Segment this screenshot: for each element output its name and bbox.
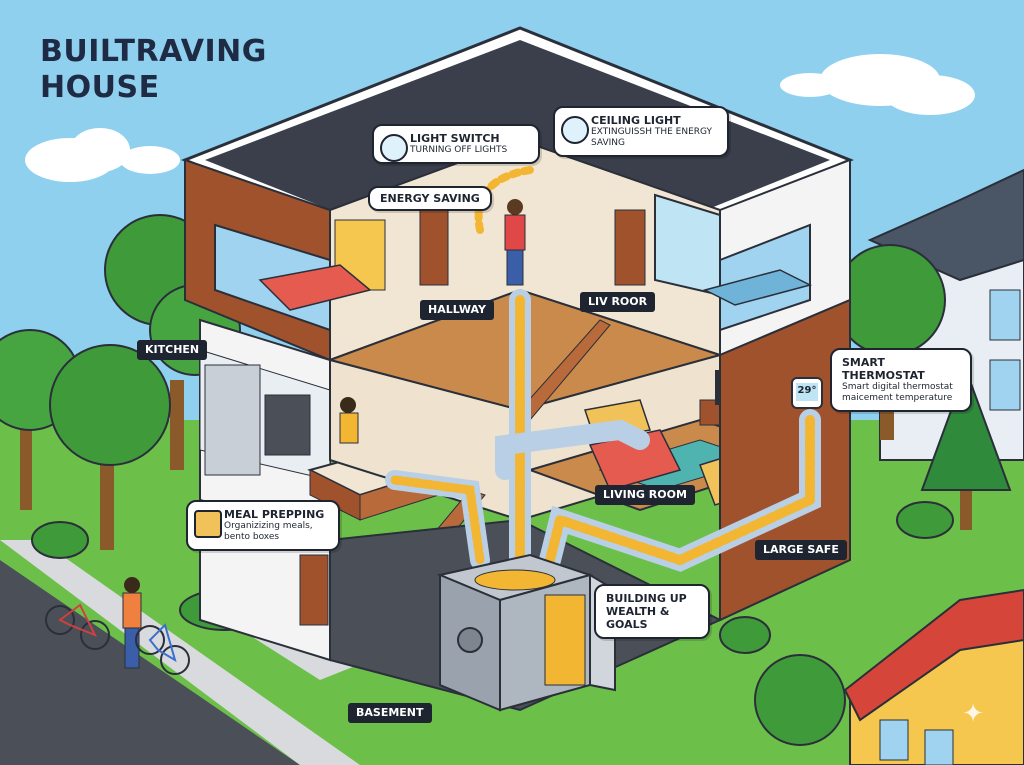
liv-room-label: LIV ROOR xyxy=(580,292,656,312)
building-up-title: BUILDING UP WEALTH & GOALS xyxy=(606,592,687,631)
basement-label: BASEMENT xyxy=(348,703,432,723)
smart-thermostat-body: Smart digital thermostat maicement tempe… xyxy=(842,382,953,403)
bento-box-icon xyxy=(194,510,222,538)
bicycles xyxy=(45,603,190,675)
sparkle-icon: ✦ xyxy=(962,699,984,729)
building-up-callout: BUILDING UP WEALTH & GOALS xyxy=(594,584,710,639)
ceiling-light-icon xyxy=(561,116,589,144)
light-switch-body: TURNING OFF LIGHTS xyxy=(410,145,508,155)
page-title: BUILTRAVING HOUSE xyxy=(40,34,267,106)
light-switch-icon xyxy=(380,134,408,162)
light-switch-callout: LIGHT SWITCH TURNING OFF LIGHTS xyxy=(372,124,540,164)
ceiling-light-callout: CEILING LIGHT EXTINGUISSH THE ENERGY SAV… xyxy=(553,106,729,157)
neighbor-house-bottom-right xyxy=(843,588,1024,765)
hallway-label: HALLWAY xyxy=(420,300,494,320)
clouds xyxy=(25,54,975,182)
smart-thermostat-title: SMART THERMOSTAT xyxy=(842,356,925,382)
sidewalk xyxy=(0,540,360,765)
street xyxy=(0,560,300,765)
people xyxy=(122,199,526,669)
meal-prepping-callout: MEAL PREPPING Organizizing meals, bento … xyxy=(186,500,340,551)
ceiling-light-title: CEILING LIGHT xyxy=(591,114,681,127)
energy-saving-title: ENERGY SAVING xyxy=(380,192,480,205)
title-line-1: BUILTRAVING xyxy=(40,34,267,69)
light-switch-title: LIGHT SWITCH xyxy=(410,132,500,145)
safe-dial-icon xyxy=(457,627,483,653)
kitchen-label: KITCHEN xyxy=(137,340,208,360)
smart-thermostat-callout: SMART THERMOSTAT Smart digital thermosta… xyxy=(830,348,972,412)
title-line-2: HOUSE xyxy=(40,70,160,105)
meal-prepping-body: Organizizing meals, bento boxes xyxy=(224,521,313,542)
ceiling-light-body: EXTINGUISSH THE ENERGY SAVING xyxy=(591,127,713,148)
living-room-label: LIVING ROOM xyxy=(595,485,695,505)
meal-prepping-title: MEAL PREPPING xyxy=(224,508,325,521)
large-safe-label: LARGE SAFE xyxy=(755,540,847,560)
thermostat-display: 29° xyxy=(797,385,817,396)
energy-saving-callout: ENERGY SAVING xyxy=(368,186,492,211)
